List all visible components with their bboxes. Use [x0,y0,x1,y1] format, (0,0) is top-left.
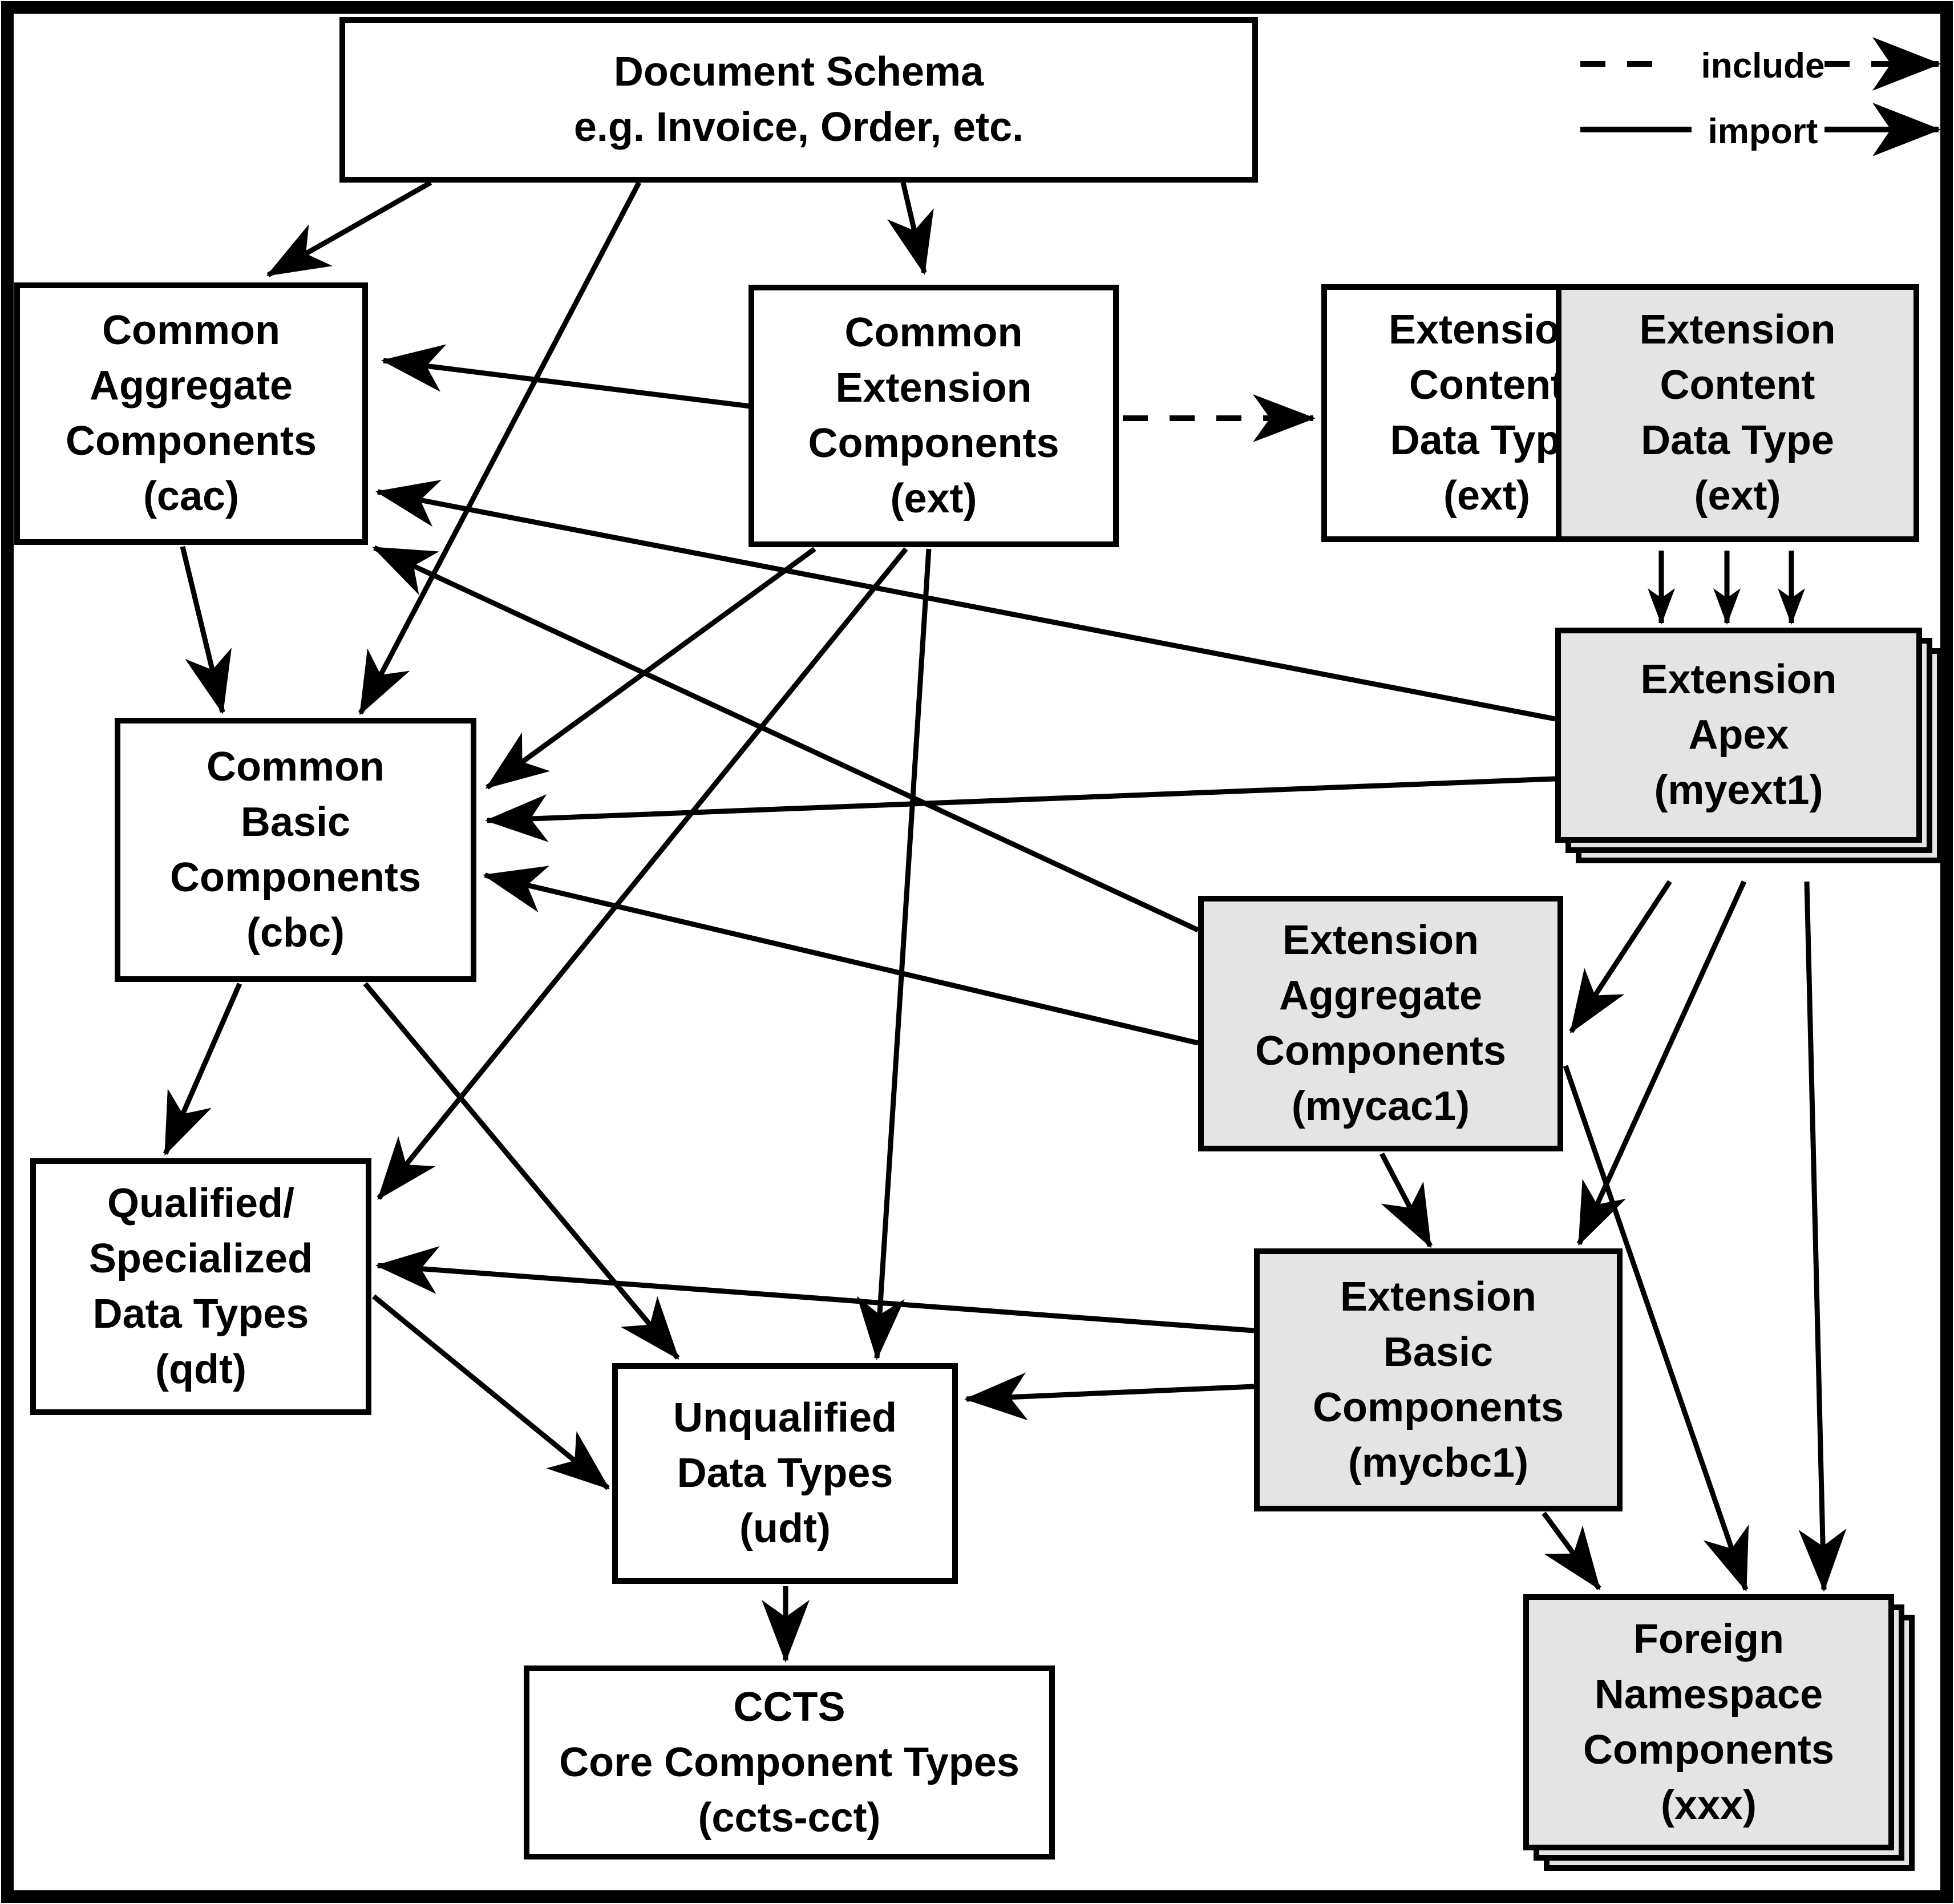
legend-import-label: import [1708,112,1818,151]
box-line: e.g. Invoice, Order, etc. [573,104,1024,150]
box-extension-content-data-type-gray: Extension Content Data Type (ext) [1556,284,1919,542]
box-line: (ext) [1694,473,1781,519]
box-line: Extension [1388,307,1585,353]
box-line: Apex [1688,712,1789,758]
box-line: Components [1313,1384,1564,1430]
box-line: Extension [1282,917,1479,963]
box-foreign-namespace-components-stack: Foreign Namespace Components (xxx) [1523,1594,1915,1871]
box-line: (ext) [1443,473,1530,519]
edge-document-schema-to-ext [887,181,934,275]
box-extension-apex: Extension Apex (myext1) [1555,628,1922,843]
box-foreign-namespace-components: Foreign Namespace Components (xxx) [1523,1594,1894,1850]
edge-document-schema-to-cbc [358,181,641,715]
box-line: Specialized [88,1236,313,1282]
edge-apex-to-cac [375,479,1556,722]
edge-cac-to-cbc [180,545,232,714]
edge-ext-to-qdt [377,547,908,1200]
edge-qdt-to-udt [372,1294,610,1490]
box-qualified-specialized-data-types: Qualified/ Specialized Data Types (qdt) [30,1158,371,1415]
box-line: Extension [1639,307,1836,353]
box-line: Components [808,421,1059,466]
box-unqualified-data-types: Unqualified Data Types (udt) [612,1363,958,1584]
edge-mycac1-to-cbc [483,866,1199,1046]
box-common-basic-components: Common Basic Components (cbc) [115,718,476,982]
edge-mycbc1-to-qdt [375,1246,1255,1333]
box-line: CCTS [733,1684,845,1730]
box-line: (udt) [739,1506,831,1551]
legend-include-label: include [1701,46,1825,86]
edge-apex-to-mycbc1 [1576,880,1747,1246]
box-extension-apex-stack: Extension Apex (myext1) [1555,628,1943,863]
edge-cbc-to-udt [363,982,680,1360]
box-common-aggregate-components: Common Aggregate Components (cac) [14,282,368,545]
box-line: Document Schema [613,49,984,95]
box-line: (xxx) [1660,1782,1757,1828]
edge-apex-to-mycac1 [1569,880,1672,1034]
box-line: Aggregate [1279,973,1483,1018]
edge-mycac1-to-cac [372,545,1199,933]
box-line: (myext1) [1654,767,1823,813]
box-line: Qualified/ [107,1181,295,1226]
box-line: Components [1583,1727,1834,1773]
edge-ext-to-cbc [485,547,816,790]
box-line: Basic [1383,1329,1494,1375]
edge-mycbc1-to-fnc [1542,1511,1601,1591]
edge-mycac1-to-mycbc1 [1379,1152,1433,1248]
box-line: (ccts-cct) [698,1794,881,1841]
box-line: Namespace [1594,1671,1823,1717]
edge-mycac1-to-fnc [1563,1065,1749,1592]
box-line: Extension [1640,657,1837,702]
box-line: (qdt) [155,1347,246,1392]
box-line: Foreign [1633,1616,1784,1662]
box-line: Data Type [1641,418,1834,463]
box-line: (mycbc1) [1348,1440,1529,1486]
edge-document-schema-to-cac [266,180,432,277]
box-document-schema: Document Schema e.g. Invoice, Order, etc… [339,17,1258,183]
box-line: Components [170,854,421,900]
edge-cbc-to-qdt [163,983,242,1156]
box-line: Common [844,310,1023,355]
box-line: (mycac1) [1291,1084,1470,1129]
box-extension-basic-components: Extension Basic Components (mycbc1) [1254,1248,1623,1511]
box-line: Components [66,418,317,464]
edge-ext-to-cac [381,344,751,409]
box-line: Aggregate [89,363,293,409]
box-line: Common [102,308,280,353]
edge-apex-to-fnc [1798,881,1847,1592]
box-line: (ext) [890,476,977,522]
box-extension-aggregate-components: Extension Aggregate Components (mycac1) [1198,896,1563,1151]
box-line: Data Types [677,1450,893,1496]
box-line: Unqualified [673,1395,897,1441]
box-line: Data Type [1390,418,1584,463]
box-extension-content-data-type-white: Extension Content Data Type (ext) [1321,284,1585,542]
box-line: Extension [1340,1274,1537,1320]
box-line: Basic [240,799,351,845]
box-text-block: Extension Content Data Type (ext) [1327,290,1646,536]
box-line: (cac) [143,474,240,519]
box-line: Common [207,743,385,790]
box-line: Data Types [92,1291,309,1337]
box-line: Extension [835,365,1032,411]
box-line: Components [1255,1028,1506,1074]
box-ccts-core-component-types: CCTS Core Component Types (ccts-cct) [524,1666,1055,1859]
box-line: Core Component Types [559,1739,1020,1785]
edge-apex-to-cbc [485,776,1556,842]
box-common-extension-components: Common Extension Components (ext) [749,285,1119,547]
box-line: (cbc) [246,909,345,956]
edge-mycbc1-to-udt [964,1372,1255,1421]
box-line: Content [1409,362,1564,408]
box-line: Content [1660,362,1815,408]
edge-ext-to-udt [856,548,932,1360]
